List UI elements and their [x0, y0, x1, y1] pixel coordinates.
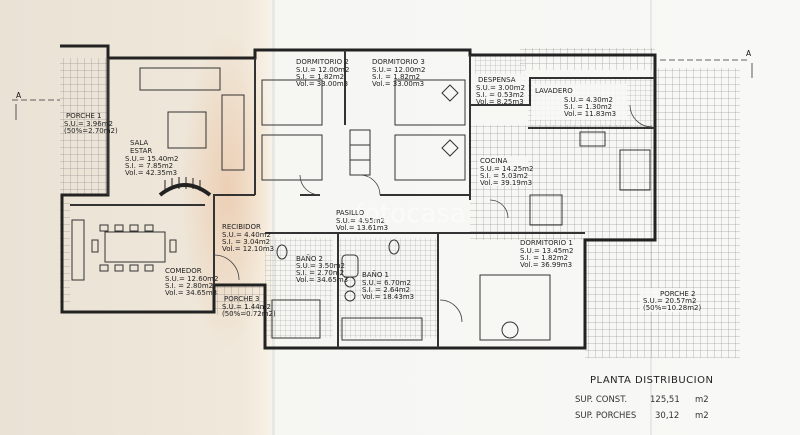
sala-name2: ESTAR	[130, 147, 152, 155]
cocina-line3: Vol.= 39.19m3	[480, 179, 532, 187]
dorm2-line3: Vol.= 33.00m3	[296, 80, 348, 88]
bano1-line3: Vol.= 18.43m3	[362, 293, 414, 301]
back-porch-tiles	[520, 48, 655, 70]
despensa-line3: Vol.= 8.25m3	[476, 98, 524, 106]
comedor-line2: S.I. = 2.80m2	[165, 282, 213, 290]
bano1-line2: S.I. = 2.64m2	[362, 286, 410, 294]
porche3-name: PORCHE 3	[224, 295, 260, 303]
pasillo-line2: Vol.= 13.61m3	[336, 224, 388, 232]
section-mark-right: A	[746, 49, 752, 58]
comedor-line1: S.U.= 12.60m2	[165, 275, 218, 283]
sala-line1: S.U.= 15.40m2	[125, 155, 178, 163]
sup-porches-value: 30,12	[655, 411, 679, 421]
porche3-line1: S.U.= 1.44m2	[222, 303, 271, 311]
room-labels: PORCHE 1 S.U.= 3.96m2 (50%=2.70m2) SALA …	[64, 58, 701, 318]
sup-const-value: 125,51	[650, 395, 680, 405]
pasillo-line1: S.U.= 4.95m2	[336, 217, 385, 225]
cocina-line1: S.U.= 14.25m2	[480, 165, 533, 173]
comedor-line3: Vol.= 34.65m3	[165, 289, 217, 297]
plan-title: PLANTA DISTRIBUCION	[590, 375, 713, 386]
recibidor-line2: S.I. = 3.04m2	[222, 238, 270, 246]
sala-line3: Vol.= 42.35m3	[125, 169, 177, 177]
recibidor-name: RECIBIDOR	[222, 223, 261, 231]
dorm1-line2: S.I. = 1.82m2	[520, 254, 568, 262]
sala-name: SALA	[130, 139, 148, 147]
interior-walls	[70, 50, 655, 348]
section-line	[12, 59, 753, 120]
porche2-name: PORCHE 2	[660, 290, 696, 298]
cocina-name: COCINA	[480, 157, 508, 165]
porche2-line1: S.U.= 20.57m2	[643, 297, 696, 305]
lavadero-line2: S.I. = 1.30m2	[564, 103, 612, 111]
sup-const-unit: m2	[695, 395, 709, 405]
sala-line2: S.I. = 7.85m2	[125, 162, 173, 170]
porche2-line2: (50%=10.28m2)	[643, 304, 701, 312]
bano1-name: BAÑO 1	[362, 270, 389, 279]
comedor-name: COMEDOR	[165, 267, 202, 275]
despensa-line1: S.U.= 3.00m2	[476, 84, 525, 92]
bano1-line1: S.U.= 6.70m2	[362, 279, 411, 287]
bano2-line2: S.I. = 2.70m2	[296, 269, 344, 277]
porche-1-tiles	[60, 58, 108, 196]
dorm3-line2: S.I. = 1.82m2	[372, 73, 420, 81]
comedor-side-tiles	[60, 195, 70, 303]
sup-porches-unit: m2	[695, 411, 709, 421]
dorm1-name: DORMITORIO 1	[520, 239, 573, 247]
dorm3-line1: S.U.= 12.00m2	[372, 66, 425, 74]
recibidor-line3: Vol.= 12.10m3	[222, 245, 274, 253]
bano-2-tiles	[265, 238, 333, 338]
sup-porches-label: SUP. PORCHES	[575, 411, 636, 421]
porche1-name: PORCHE 1	[66, 112, 102, 120]
despensa-line2: S.I. = 0.53m2	[476, 91, 524, 99]
porche-3-tiles	[214, 285, 264, 315]
title-block: PLANTA DISTRIBUCION SUP. CONST. 125,51 m…	[575, 375, 713, 421]
recibidor-line1: S.U.= 4.40m2	[222, 231, 271, 239]
bano2-name: BAÑO 2	[296, 254, 323, 263]
dorm2-line2: S.I. = 1.82m2	[296, 73, 344, 81]
pasillo-name: PASILLO	[336, 209, 365, 217]
stair-fireplace	[158, 177, 212, 197]
watermark: fotocasa	[355, 199, 466, 229]
bano2-line3: Vol.= 34.65m3	[296, 276, 348, 284]
porche-2-tiles	[655, 68, 740, 358]
dorm3-name: DORMITORIO 3	[372, 58, 425, 66]
lavadero-line3: Vol.= 11.83m3	[564, 110, 616, 118]
exterior-walls	[60, 44, 657, 350]
dorm2-name: DORMITORIO 2	[296, 58, 349, 66]
sup-const-label: SUP. CONST.	[575, 395, 627, 405]
dorm2-line1: S.U.= 12.00m2	[296, 66, 349, 74]
lavadero-line1: S.U.= 4.30m2	[564, 96, 613, 104]
porche1-line1: S.U.= 3.96m2	[64, 120, 113, 128]
lavadero-name: LAVADERO	[535, 87, 573, 95]
cocina-line2: S.I. = 5.03m2	[480, 172, 528, 180]
paper-fold-left	[272, 0, 275, 435]
door-swings	[213, 104, 653, 323]
porche3-line2: (50%=0.72m2)	[222, 310, 276, 318]
dorm1-line3: Vol.= 36.99m3	[520, 261, 572, 269]
section-mark-left: A	[16, 91, 22, 100]
dorm1-line1: S.U.= 13.45m2	[520, 247, 573, 255]
bano2-line1: S.U.= 3.50m2	[296, 262, 345, 270]
dorm3-line3: Vol.= 33.00m3	[372, 80, 424, 88]
porche1-line2: (50%=2.70m2)	[64, 127, 118, 135]
despensa-name: DESPENSA	[478, 76, 516, 84]
furniture	[71, 67, 651, 341]
